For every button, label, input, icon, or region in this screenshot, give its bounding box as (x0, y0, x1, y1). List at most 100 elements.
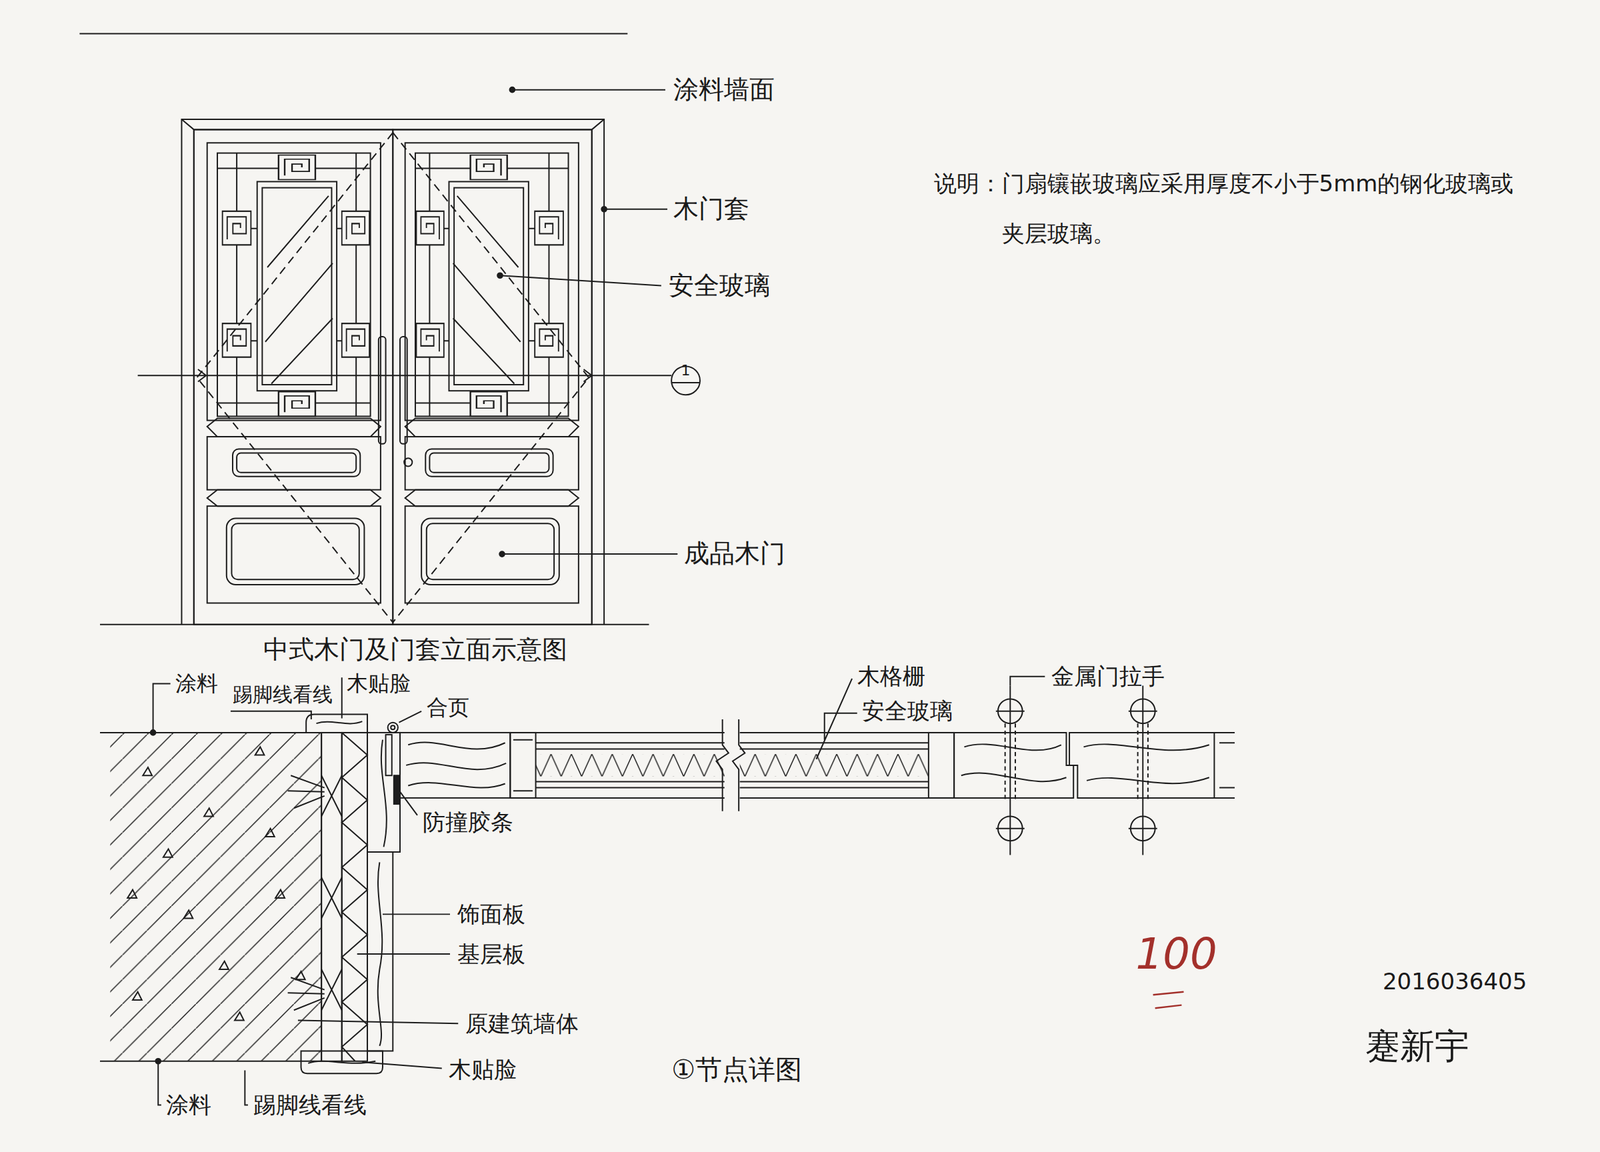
callout-label-box: 木格栅 (857, 662, 926, 690)
base-board-zigzag (342, 732, 368, 1062)
grade-mark: 100 (1136, 928, 1218, 980)
handle-end (998, 698, 1023, 724)
lattice-zigzag (536, 754, 725, 777)
callout-label: 防撞胶条 (422, 808, 514, 836)
door-stile (400, 732, 510, 798)
detail-title: ①节点详图 (671, 1053, 802, 1086)
callout-label: 木门套 (673, 194, 750, 225)
callout-label: 涂料 (166, 1091, 212, 1119)
callout-label: 原建筑墙体 (465, 1010, 579, 1038)
callout-label-box: 原建筑墙体 (465, 1010, 579, 1038)
note-text: 说明：门扇镶嵌玻璃应采用厚度不小于5mm的钢化玻璃或夹层玻璃。 (934, 158, 1529, 259)
callout-label: 饰面板 (457, 900, 526, 928)
callout-label-box: 安全玻璃 (862, 697, 953, 725)
architrave-top (306, 714, 368, 733)
blocking-cross (321, 775, 342, 1010)
callout-label: 合页 (426, 694, 470, 720)
callout-label: 安全玻璃 (862, 697, 953, 725)
section-detail (100, 676, 1235, 1106)
callout-label: 基层板 (457, 940, 526, 968)
callout-label: 踢脚线看线 (232, 682, 333, 707)
callout-label: 成品木门 (684, 538, 786, 570)
door-casing-inner (181, 119, 604, 625)
detail-title-box: ①节点详图 (671, 1053, 802, 1086)
door-leaf (392, 129, 592, 624)
meeting-stile (954, 732, 1074, 798)
handle-end (998, 816, 1023, 841)
base-board (342, 732, 368, 1062)
callout-label-box: 涂料 (166, 1091, 212, 1119)
drawing-title: 中式木门及门套立面示意图 (263, 634, 568, 666)
student-number: 2016036405 (1382, 968, 1527, 996)
elevation (79, 34, 700, 625)
callout-label-box: 合页 (426, 694, 470, 720)
drawing-title-box: 中式木门及门套立面示意图 (263, 634, 568, 666)
callout-label: 涂料墙面 (673, 74, 775, 106)
fasteners (288, 775, 325, 1010)
handle-end (1130, 698, 1156, 724)
leader-line (816, 676, 1045, 760)
glazing-bead (510, 732, 536, 798)
callout-label-box: 木贴脸 (448, 1056, 517, 1084)
callout-label-box: 成品木门 (684, 538, 786, 570)
handle-end (1130, 816, 1156, 841)
student-number-box: 2016036405 (1382, 968, 1527, 996)
callout-label: 踢脚线看线 (253, 1091, 367, 1119)
callout-label-box: 涂料墙面 (673, 74, 775, 106)
callout-label-box: 安全玻璃 (668, 270, 770, 302)
wood-grain (961, 744, 1210, 784)
handle-rod (1005, 723, 1148, 801)
wall-hatch (110, 732, 322, 1062)
wall-outline (100, 732, 322, 1062)
callout-label: 安全玻璃 (668, 270, 770, 302)
hinge (388, 722, 398, 733)
callout-label-box: 基层板 (457, 940, 526, 968)
callout-label: 金属门拉手 (1051, 662, 1165, 690)
leader-dot (510, 87, 516, 93)
glazing-bead-mark (513, 740, 533, 792)
callout-label-box: 饰面板 (457, 900, 526, 928)
section-line (138, 369, 672, 382)
hinge-plate (386, 734, 392, 776)
door-casing (181, 119, 604, 625)
grade-underline (1153, 992, 1184, 1008)
leader-line (153, 677, 459, 1105)
section-symbol-bar (671, 382, 700, 384)
callout-label: 木贴脸 (448, 1056, 517, 1084)
callout-label-box: 踢脚线看线 (253, 1091, 367, 1119)
glass-lines (1214, 732, 1235, 798)
callout-label: 涂料 (175, 670, 218, 696)
hinge-pin (390, 725, 395, 730)
lattice-zigzag (740, 754, 929, 777)
section-number-box: 1 (681, 363, 691, 378)
timber-blocking (321, 732, 342, 1062)
lock (404, 458, 412, 466)
author-name: 蹇新宇 (1365, 1025, 1470, 1067)
callout-label-box: 木门套 (673, 194, 750, 225)
leader-line (500, 90, 678, 554)
callout-label-box: 踢脚线看线 (232, 682, 333, 707)
glass-lines (510, 732, 724, 798)
handle-axis (996, 686, 1158, 856)
grade-mark-box: 100 (1136, 928, 1218, 980)
wood-grain (406, 742, 506, 788)
ceiling-line (79, 33, 628, 35)
callout-label: 木格栅 (857, 662, 926, 690)
glass-lines (740, 732, 954, 798)
wood-grain (378, 740, 387, 1046)
glazing-bead (928, 732, 954, 798)
section-number: 1 (681, 363, 691, 378)
door-leaf (194, 129, 393, 624)
note-text-box: 说明：门扇镶嵌玻璃应采用厚度不小于5mm的钢化玻璃或夹层玻璃。 (934, 158, 1529, 259)
callout-label-box: 涂料 (175, 670, 218, 696)
callout-label-box: 木贴脸 (346, 670, 411, 696)
meeting-stile (1069, 732, 1214, 798)
jamb-stop (367, 732, 400, 852)
callout-label-box: 金属门拉手 (1051, 662, 1165, 690)
bumper-strip (394, 775, 400, 804)
callout-label-box: 防撞胶条 (422, 808, 514, 836)
concrete-marks (127, 746, 305, 1020)
author-name-box: 蹇新宇 (1365, 1025, 1470, 1067)
callout-label: 木贴脸 (346, 670, 411, 696)
